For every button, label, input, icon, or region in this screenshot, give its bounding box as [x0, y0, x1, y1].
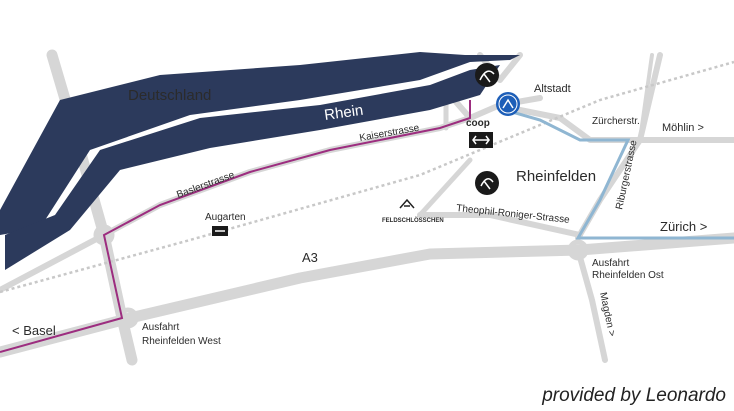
label-dest-zuerich: Zürich >: [660, 219, 707, 234]
label-brewery: FELDSCHLÖSSCHEN: [382, 217, 444, 224]
road-theophil: [417, 212, 583, 238]
cyclist-icon: [496, 92, 520, 116]
label-exit-ost-1: Ausfahrt: [592, 258, 629, 269]
road-magden: [575, 247, 608, 363]
roundabout-east-exit: [567, 239, 589, 261]
label-river: Rhein: [323, 102, 364, 124]
label-exit-west-1: Ausfahrt: [142, 322, 179, 333]
road-a3: [0, 232, 734, 358]
label-street-zuercher: Zürcherstr.: [592, 116, 640, 127]
map-credit: provided by Leonardo: [542, 385, 726, 406]
roundabout-west: [93, 224, 115, 246]
label-exit-west-2: Rheinfelden West: [142, 336, 221, 347]
label-street-basler: Baslerstrasse: [175, 170, 236, 201]
hotel-icon: [475, 63, 499, 87]
label-city: Rheinfelden: [516, 168, 596, 185]
river-rhein-main: [5, 65, 500, 270]
swiss-rail-icon: [469, 132, 493, 148]
hotel-pin-icon: [475, 171, 499, 195]
route-east: [504, 108, 734, 240]
label-country: Deutschland: [128, 87, 211, 104]
label-street-moehlin: Möhlin >: [662, 122, 704, 134]
label-coop: coop: [466, 118, 490, 129]
label-dest-basel: < Basel: [12, 323, 56, 338]
road-theophil-link: [417, 157, 473, 218]
label-exit-ost-2: Rheinfelden Ost: [592, 270, 664, 281]
station-icon: [212, 226, 228, 236]
label-old-town: Altstadt: [534, 83, 571, 95]
river-rhein: [0, 52, 520, 235]
route-west: [0, 100, 471, 353]
label-station: Augarten: [205, 212, 246, 223]
road-moehlin-up: [638, 53, 654, 142]
label-highway: A3: [302, 250, 318, 265]
brewery-logo: [399, 198, 415, 209]
road-west-diagonal: [0, 232, 107, 293]
road-altstadt-link: [447, 92, 543, 121]
